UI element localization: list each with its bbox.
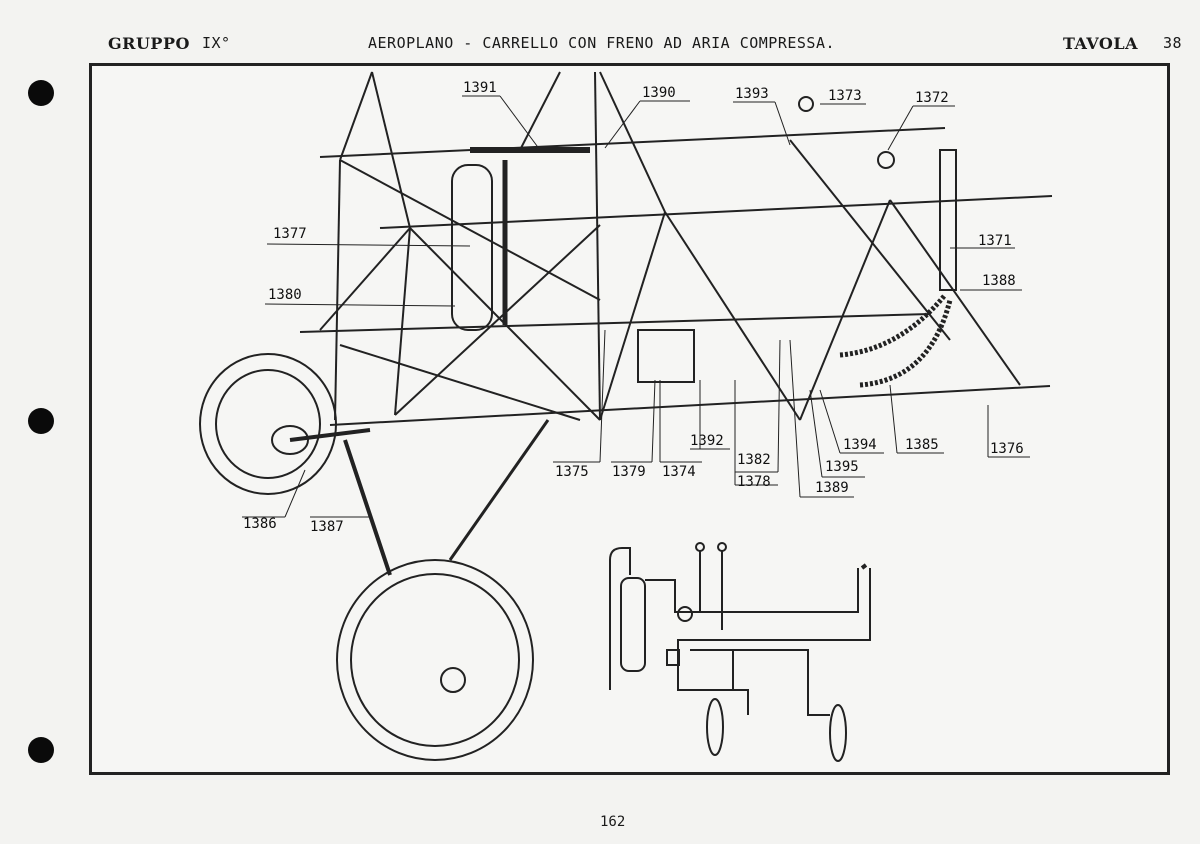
callout-1373: 1373 [828, 88, 862, 104]
callout-1371: 1371 [978, 233, 1012, 249]
callout-1389: 1389 [815, 480, 849, 496]
callout-1376: 1376 [990, 441, 1024, 457]
plate-number: 38 [1163, 34, 1183, 52]
callout-1380: 1380 [268, 287, 302, 303]
binder-hole-middle [28, 408, 54, 434]
callout-1387: 1387 [310, 519, 344, 535]
group-number: IX° [202, 34, 231, 52]
group-label: GRUPPO [108, 34, 190, 53]
binder-hole-bottom [28, 737, 54, 763]
callout-1385: 1385 [905, 437, 939, 453]
binder-hole-top [28, 80, 54, 106]
callout-1382: 1382 [737, 452, 771, 468]
callout-1388: 1388 [982, 273, 1016, 289]
callout-1393: 1393 [735, 86, 769, 102]
callout-1386: 1386 [243, 516, 277, 532]
callout-1395: 1395 [825, 459, 859, 475]
callout-1374: 1374 [662, 464, 696, 480]
page-number: 162 [600, 814, 626, 830]
callout-1375: 1375 [555, 464, 589, 480]
callout-1372: 1372 [915, 90, 949, 106]
callout-1377: 1377 [273, 226, 307, 242]
callout-1391: 1391 [463, 80, 497, 96]
drawing-frame [89, 63, 1170, 775]
plate-label: TAVOLA [1063, 34, 1139, 53]
callout-1378: 1378 [737, 474, 771, 490]
plate-title: AEROPLANO - CARRELLO CON FRENO AD ARIA C… [368, 34, 836, 52]
callout-1390: 1390 [642, 85, 676, 101]
callout-1394: 1394 [843, 437, 877, 453]
callout-1392: 1392 [690, 433, 724, 449]
callout-1379: 1379 [612, 464, 646, 480]
